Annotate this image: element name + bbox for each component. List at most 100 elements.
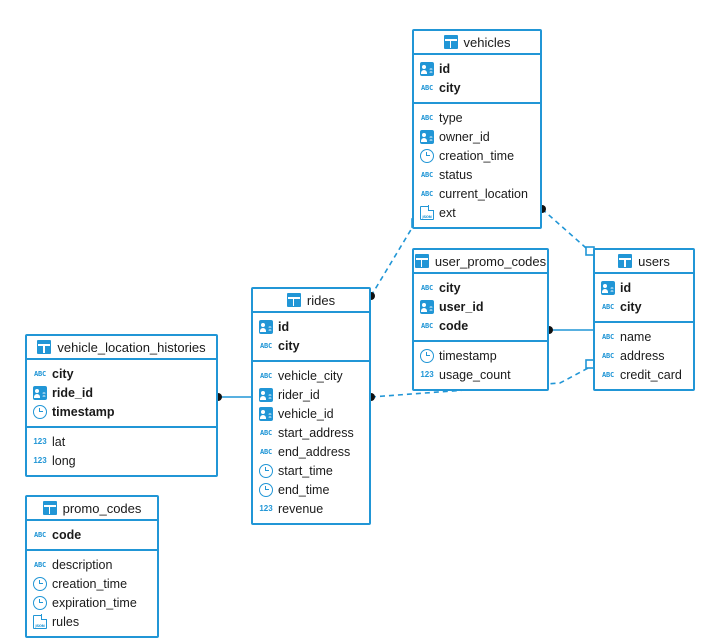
column-name: ext	[439, 205, 456, 220]
abc-icon: ABC	[601, 351, 615, 360]
abc-icon: ABC	[259, 428, 273, 437]
column-row[interactable]: ABC city	[253, 336, 369, 355]
column-row[interactable]: user_id	[414, 297, 547, 316]
column-row[interactable]: expiration_time	[27, 593, 157, 612]
abc-icon: ABC	[601, 370, 615, 379]
abc-icon: ABC	[420, 113, 434, 122]
table-name: rides	[306, 292, 336, 308]
abc-icon: ABC	[420, 83, 434, 92]
id-icon	[420, 129, 434, 144]
column-name: long	[52, 453, 76, 468]
relationship-vehicle_location_histories-to-rides[interactable]	[214, 393, 251, 401]
column-name: city	[278, 338, 300, 353]
column-row[interactable]: ride_id	[27, 383, 216, 402]
id-icon	[420, 299, 434, 314]
column-name: rules	[52, 614, 80, 629]
column-row[interactable]: creation_time	[414, 146, 540, 165]
table-header[interactable]: promo_codes	[27, 497, 157, 521]
table-name: promo_codes	[62, 500, 142, 516]
column-row[interactable]: id	[414, 59, 540, 78]
column-name: status	[439, 167, 473, 182]
abc-icon: ABC	[259, 371, 273, 380]
column-name: id	[620, 280, 632, 295]
abc-icon: ABC	[601, 302, 615, 311]
column-row[interactable]: id	[253, 317, 369, 336]
column-row[interactable]: owner_id	[414, 127, 540, 146]
id-icon	[259, 387, 273, 402]
column-row[interactable]: creation_time	[27, 574, 157, 593]
column-row[interactable]: start_time	[253, 461, 369, 480]
clock-icon	[33, 595, 47, 610]
table-header[interactable]: user_promo_codes	[414, 250, 547, 274]
abc-icon: ABC	[601, 332, 615, 341]
relationship-user_promo_codes-to-users[interactable]	[545, 326, 593, 334]
column-name: address	[620, 348, 665, 363]
table-icon	[42, 501, 57, 515]
table-name: user_promo_codes	[434, 253, 547, 269]
column-name: user_id	[439, 299, 484, 314]
column-name: type	[439, 110, 463, 125]
column-name: credit_card	[620, 367, 682, 382]
column-row[interactable]: timestamp	[414, 346, 547, 365]
column-row[interactable]: rules	[27, 612, 157, 631]
table-header[interactable]: users	[595, 250, 693, 274]
abc-icon: ABC	[259, 341, 273, 350]
column-row[interactable]: end_time	[253, 480, 369, 499]
column-name: usage_count	[439, 367, 511, 382]
column-row[interactable]: rider_id	[253, 385, 369, 404]
column-name: end_time	[278, 482, 330, 497]
column-row[interactable]: ABC credit_card	[595, 365, 693, 384]
clock-icon	[33, 404, 47, 419]
column-row[interactable]: ext	[414, 203, 540, 222]
column-name: expiration_time	[52, 595, 137, 610]
column-row[interactable]: id	[595, 278, 693, 297]
clock-icon	[420, 348, 434, 363]
table-icon	[443, 35, 458, 49]
column-name: vehicle_id	[278, 406, 334, 421]
table-header[interactable]: rides	[253, 289, 369, 313]
column-row[interactable]: timestamp	[27, 402, 216, 421]
column-row[interactable]: vehicle_id	[253, 404, 369, 423]
table-header[interactable]: vehicles	[414, 31, 540, 55]
table-name: vehicles	[463, 34, 511, 50]
column-row[interactable]: ABC type	[414, 108, 540, 127]
column-row[interactable]: ABC address	[595, 346, 693, 365]
id-icon	[33, 385, 47, 400]
column-name: timestamp	[52, 404, 115, 419]
table-name: vehicle_location_histories	[57, 339, 206, 355]
table-header[interactable]: vehicle_location_histories	[27, 336, 216, 360]
clock-icon	[259, 463, 273, 478]
